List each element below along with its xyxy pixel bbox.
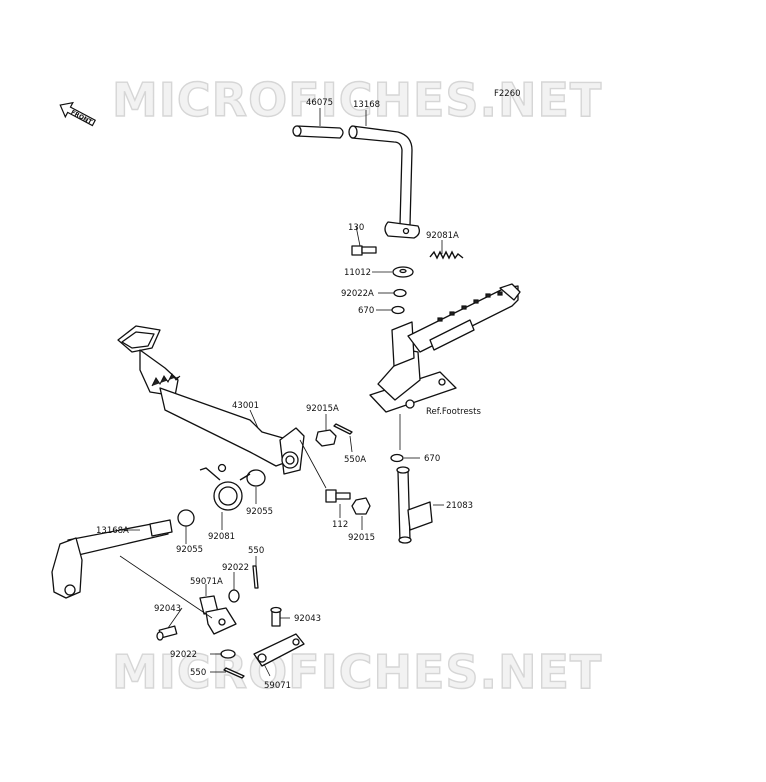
footrest-bracket-part bbox=[369, 283, 521, 413]
o-ring-upper-part bbox=[391, 305, 405, 315]
cotter-pin-550-lower-part bbox=[223, 667, 245, 679]
callout-43001: 43001 bbox=[232, 401, 259, 411]
callout-21083: 21083 bbox=[446, 501, 473, 511]
callout-labels: 46075 13168 130 92081A 11012 92022A 670 … bbox=[96, 98, 473, 691]
callout-92022a: 92022A bbox=[341, 289, 374, 299]
watermark-bottom: MICROFICHES.NET bbox=[112, 645, 602, 699]
callout-92015: 92015 bbox=[348, 533, 375, 543]
o-ring-92055-right-part bbox=[246, 469, 266, 487]
callout-670-upper: 670 bbox=[358, 306, 374, 316]
spring-92081-part bbox=[199, 467, 251, 511]
rubber-grip-part bbox=[292, 125, 344, 139]
callout-92055-left: 92055 bbox=[176, 545, 203, 555]
callout-92022-lower: 92022 bbox=[170, 650, 197, 660]
washer-92022-lower-part bbox=[220, 649, 236, 659]
washer-92022-upper-part bbox=[228, 589, 240, 603]
callout-13168: 13168 bbox=[353, 100, 380, 110]
bolt-130-part bbox=[351, 245, 377, 256]
kick-pedal-part bbox=[348, 125, 420, 239]
figure-code: F2260 bbox=[494, 89, 521, 99]
link-59071-part bbox=[253, 633, 305, 667]
cotter-pin-550a-part bbox=[333, 423, 353, 435]
callout-46075: 46075 bbox=[306, 98, 333, 108]
clevis-pin-right-part bbox=[270, 606, 282, 627]
reference-label: Ref.Footrests bbox=[426, 407, 481, 417]
watermark-top: MICROFICHES.NET bbox=[112, 73, 602, 127]
callout-130: 130 bbox=[348, 223, 364, 233]
lever-59071a-part bbox=[199, 595, 237, 635]
front-badge-label: FRONT bbox=[70, 109, 94, 126]
callout-670-lower: 670 bbox=[424, 454, 440, 464]
callout-92015a: 92015A bbox=[306, 404, 339, 414]
callout-92081: 92081 bbox=[208, 532, 235, 542]
o-ring-92055-left-part bbox=[177, 509, 195, 527]
cotter-pin-550-upper-part bbox=[252, 565, 259, 589]
bolt-112-part bbox=[325, 489, 351, 503]
spring-92081a-part bbox=[429, 250, 464, 260]
pivot-shaft-part bbox=[396, 466, 433, 544]
leader-lines bbox=[119, 108, 444, 677]
nut-92015a-part bbox=[315, 429, 337, 447]
callout-13168a: 13168A bbox=[96, 526, 129, 536]
callout-59071a: 59071A bbox=[190, 577, 223, 587]
callout-550-upper: 550 bbox=[248, 546, 264, 556]
callout-92043-right: 92043 bbox=[294, 614, 321, 624]
callout-92043-left: 92043 bbox=[154, 604, 181, 614]
brake-shaft-part bbox=[51, 519, 173, 599]
o-ring-lower-part bbox=[390, 453, 404, 463]
callout-92022-upper: 92022 bbox=[222, 563, 249, 573]
callout-92081a: 92081A bbox=[426, 231, 459, 241]
callout-112: 112 bbox=[332, 520, 348, 530]
washer-92022a-part bbox=[393, 288, 407, 298]
callout-92055-right: 92055 bbox=[246, 507, 273, 517]
callout-550-lower: 550 bbox=[190, 668, 206, 678]
clevis-pin-left-part bbox=[156, 625, 178, 641]
front-arrow-icon: FRONT bbox=[59, 101, 97, 127]
callout-550a: 550A bbox=[344, 455, 366, 465]
nut-92015-part bbox=[351, 497, 371, 515]
callout-59071: 59071 bbox=[264, 681, 291, 691]
callout-11012: 11012 bbox=[344, 268, 371, 278]
brake-pedal-part bbox=[117, 325, 305, 475]
